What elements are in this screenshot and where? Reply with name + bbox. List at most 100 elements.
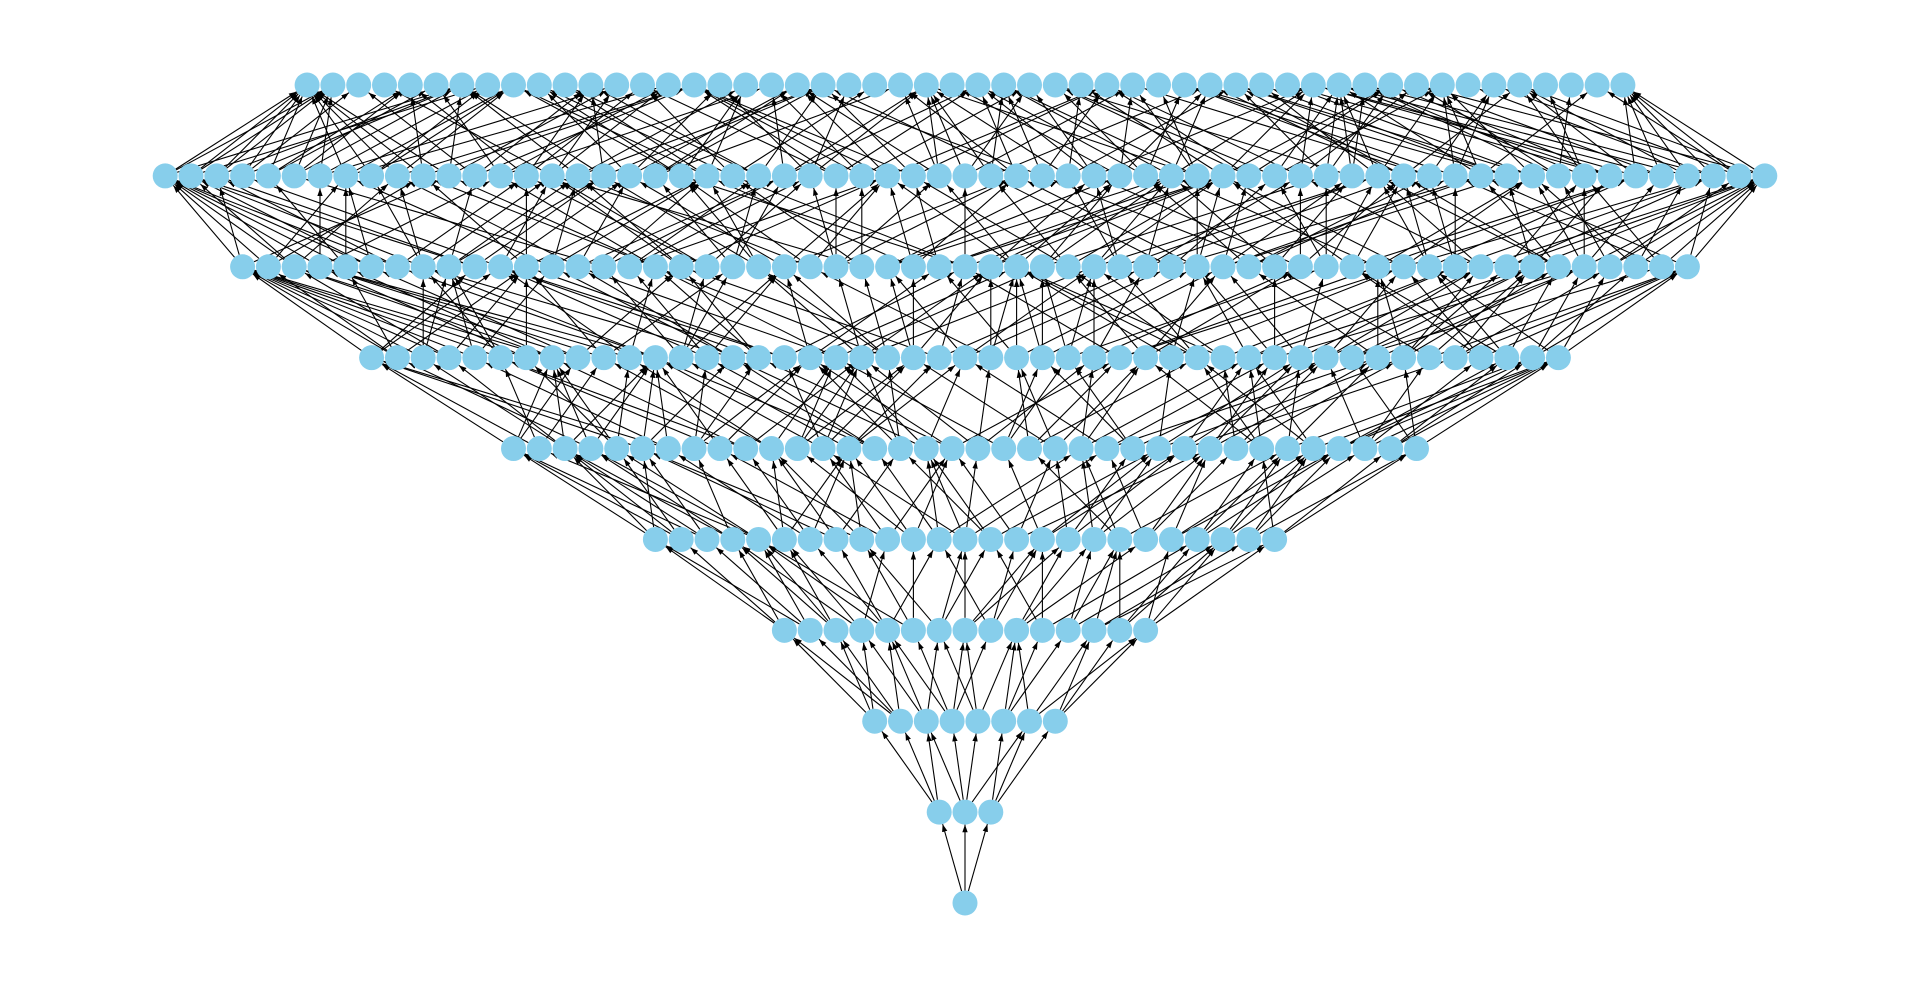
graph-node — [836, 436, 862, 462]
graph-edge — [611, 275, 674, 349]
graph-edge — [897, 182, 1007, 261]
graph-edge — [254, 179, 489, 264]
graph-edge — [1019, 278, 1040, 346]
graph-edge — [946, 275, 1009, 349]
graph-node — [1249, 436, 1275, 462]
graph-node — [1287, 163, 1313, 189]
graph-node — [733, 436, 759, 462]
graph-node — [178, 163, 204, 189]
graph-node — [617, 254, 643, 280]
graph-node — [926, 526, 952, 552]
graph-edge — [1066, 89, 1238, 172]
graph-node — [797, 345, 823, 371]
graph-node — [1365, 163, 1391, 189]
graph-edge — [976, 271, 1161, 354]
graph-edge — [1195, 88, 1418, 173]
graph-node — [694, 526, 720, 552]
graph-node — [359, 254, 385, 280]
graph-node — [1352, 72, 1378, 98]
graph-edge — [254, 270, 464, 354]
graph-node — [1158, 163, 1184, 189]
graph-edge — [946, 185, 1009, 258]
graph-edge — [975, 90, 1122, 171]
graph-edge — [890, 187, 911, 255]
graph-edge — [249, 94, 301, 167]
graph-edge — [845, 183, 931, 259]
graph-node — [875, 617, 901, 643]
graph-node — [1004, 163, 1030, 189]
graph-edge — [1037, 366, 1112, 441]
graph-node — [926, 799, 952, 825]
graph-edge — [458, 182, 569, 261]
graph-node — [875, 526, 901, 552]
graph-edge — [1181, 91, 1304, 170]
graph-node — [436, 254, 462, 280]
graph-edge — [562, 181, 697, 261]
graph-edge — [575, 454, 697, 534]
graph-edge — [917, 641, 948, 710]
graph-edge — [1426, 363, 1549, 443]
graph-edge — [993, 278, 1014, 346]
graph-edge — [1466, 270, 1676, 354]
graph-edge — [846, 363, 993, 444]
graph-edge — [558, 367, 610, 439]
graph-edge — [666, 270, 877, 354]
graph-edge — [1155, 364, 1253, 442]
graph-node — [230, 163, 256, 189]
graph-edge — [1152, 458, 1204, 530]
graph-node — [1249, 72, 1275, 98]
graph-edge — [952, 733, 964, 800]
graph-edge — [1632, 92, 1730, 169]
graph-node — [488, 254, 514, 280]
graph-edge — [1325, 87, 1624, 174]
graph-edge — [936, 91, 1058, 170]
graph-node — [1197, 72, 1223, 98]
graph-node — [397, 72, 423, 98]
graph-edge — [1027, 271, 1187, 353]
graph-node — [823, 254, 849, 280]
graph-edge — [768, 546, 878, 624]
graph-node — [823, 617, 849, 643]
graph-edge — [692, 180, 877, 263]
graph-node — [1404, 72, 1429, 98]
graph-edge — [1412, 274, 1498, 350]
graph-node — [1262, 345, 1288, 371]
graph-edge — [252, 273, 362, 351]
graph-edge — [711, 96, 742, 165]
graph-node — [1623, 163, 1649, 189]
graph-edge — [930, 368, 961, 438]
graph-edge — [583, 186, 624, 257]
graph-edge — [1439, 273, 1549, 351]
graph-node — [372, 72, 397, 98]
graph-edge — [472, 91, 594, 170]
graph-node — [991, 436, 1017, 462]
graph-node — [952, 890, 978, 916]
graph-edge — [975, 363, 1097, 443]
graph-edge — [524, 90, 671, 171]
graph-node — [849, 345, 875, 371]
graph-edge — [692, 179, 954, 264]
graph-node — [1004, 345, 1030, 371]
graph-edge — [272, 96, 303, 165]
graph-edge — [1284, 454, 1407, 534]
graph-node — [1081, 526, 1107, 552]
graph-edge — [517, 368, 548, 438]
graph-edge — [381, 91, 504, 170]
graph-edge — [795, 89, 967, 172]
graph-node — [1352, 436, 1378, 462]
graph-node — [1081, 254, 1107, 280]
graph-node — [410, 254, 436, 280]
graph-node — [1545, 254, 1571, 280]
graph-edge — [1388, 181, 1548, 262]
graph-edge — [1623, 97, 1635, 164]
graph-edge — [574, 455, 672, 533]
graph-edge — [1246, 363, 1393, 444]
graph-edge — [653, 453, 825, 535]
graph-node — [384, 254, 410, 280]
graph-node — [1236, 163, 1262, 189]
graph-node — [784, 72, 810, 98]
graph-edge — [942, 823, 963, 892]
graph-node — [978, 345, 1004, 371]
graph-node — [1455, 72, 1481, 98]
graph-edge — [807, 91, 929, 170]
